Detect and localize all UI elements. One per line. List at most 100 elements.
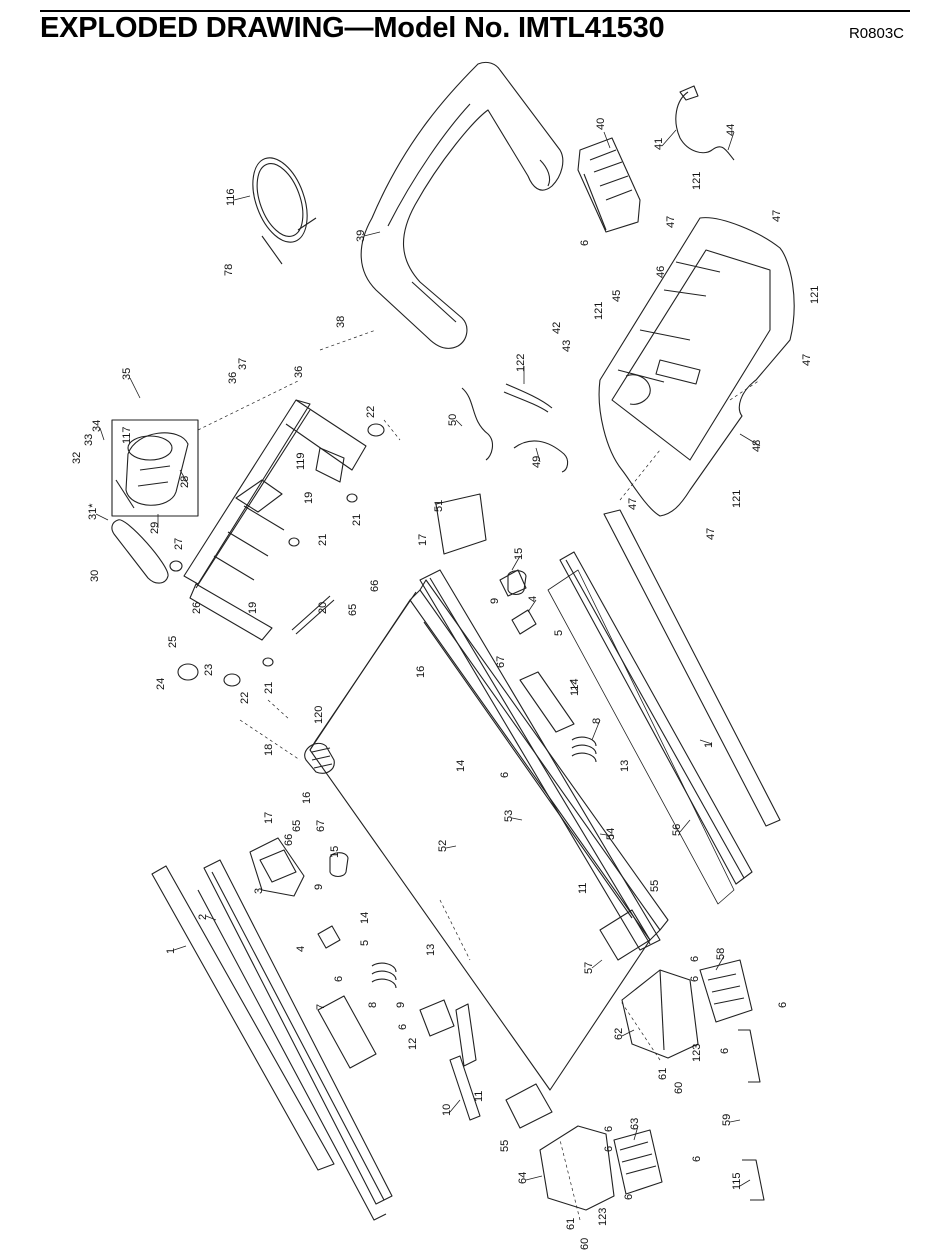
part-label: 6 [689,976,701,982]
part-label: 3 [253,888,265,894]
part-label: 21 [317,534,329,546]
part-label: 67 [495,656,507,668]
part-label: 6 [603,1126,615,1132]
part-label: 7 [315,1004,327,1010]
part-label: 47 [665,216,677,228]
part-label: 122 [515,354,527,372]
part-label: 17 [263,812,275,824]
part-label: 1 [165,948,177,954]
left-front-cap [249,837,305,897]
part-label: 119 [295,452,307,470]
part-label: 9 [313,884,325,890]
part-label: 11 [473,1091,485,1102]
handlebar-frame [360,61,564,349]
part-label: 61 [565,1218,577,1230]
part-label: 11 [577,883,589,894]
part-label: 6 [333,976,345,982]
part-label: 123 [691,1044,703,1062]
drive-belt [111,519,169,584]
part-label: 116 [225,188,237,206]
part-label: 29 [149,522,161,534]
right-front-cap [435,493,487,555]
isolator-springs [371,736,597,989]
part-label: 5 [359,940,371,946]
part-label: 6 [397,1024,409,1030]
part-label: 50 [447,414,459,426]
part-label: 19 [247,602,259,614]
part-label: 14 [455,760,467,772]
part-label: 49 [531,456,543,468]
power-cord [675,85,735,161]
part-label: 121 [691,172,703,190]
part-label: 58 [715,948,727,960]
part-label: 66 [283,834,295,846]
u-bracket-59 [738,1029,761,1083]
part-label: 63 [629,1118,641,1130]
part-label: 36 [293,366,305,378]
pulleys [169,423,385,687]
assembly-leaders [197,329,761,1221]
revision-code: R0803C [848,25,904,42]
part-label: 40 [595,118,607,130]
part-label: 8 [591,718,603,724]
part-label: 17 [417,534,429,546]
part-label: 23 [203,664,215,676]
part-label: 59 [721,1114,733,1126]
part-label: 121 [809,286,821,304]
exploded-drawing: 40 41 44 121 47 47 39 116 78 6 46 45 121… [0,50,950,1260]
page-title: EXPLODED DRAWING—Model No. IMTL41530 [40,12,665,44]
part-label: 26 [191,602,203,614]
part-label: 2 [197,914,209,920]
label-leaders [95,129,761,1187]
part-label: 19 [303,492,315,504]
motor-assembly [111,419,199,517]
part-label: 121 [593,302,605,320]
part-label: 20 [317,602,329,614]
part-label: 22 [365,406,377,418]
part-label: 57 [583,962,595,974]
part-label: 54 [605,828,617,840]
part-label: 47 [705,528,717,540]
part-label: 120 [313,706,325,724]
part-label: 123 [597,1208,609,1226]
part-label: 16 [415,666,427,678]
part-label: 21 [263,682,275,694]
part-label: 42 [551,322,563,334]
part-label: 43 [561,340,573,352]
part-label: 46 [655,266,667,278]
part-label: 4 [527,596,539,602]
part-label: 6 [603,1146,615,1152]
axle-rod [291,595,335,635]
part-label: 65 [347,604,359,616]
part-label: 47 [771,210,783,222]
part-label: 25 [167,636,179,648]
part-label: 65 [291,820,303,832]
part-label: 37 [237,358,249,370]
part-label: 55 [499,1140,511,1152]
header-rule [40,10,910,12]
part-label: 14 [359,912,371,924]
rear-rail-right [547,509,781,905]
part-label: 47 [801,354,813,366]
part-label: 6 [579,240,591,246]
part-label: 61 [657,1068,669,1080]
part-label: 62 [613,1028,625,1040]
part-label: 36 [227,372,239,384]
part-label: 21 [351,514,363,526]
part-label: 52 [437,840,449,852]
part-label: 117 [121,426,133,444]
part-label: 31* [87,503,99,520]
part-label: 66 [369,580,381,592]
part-label: 51 [433,500,445,512]
part-label: 56 [671,824,683,836]
part-label: 16 [301,792,313,804]
part-label: 38 [335,316,347,328]
part-label: 18 [263,744,275,756]
wire-harnesses [461,383,569,473]
part-label: 15 [513,548,525,560]
upright-frame [183,399,367,641]
wire-coil [252,157,317,265]
part-label: 30 [89,570,101,582]
part-label: 13 [619,760,631,772]
part-label: 121 [731,490,743,508]
